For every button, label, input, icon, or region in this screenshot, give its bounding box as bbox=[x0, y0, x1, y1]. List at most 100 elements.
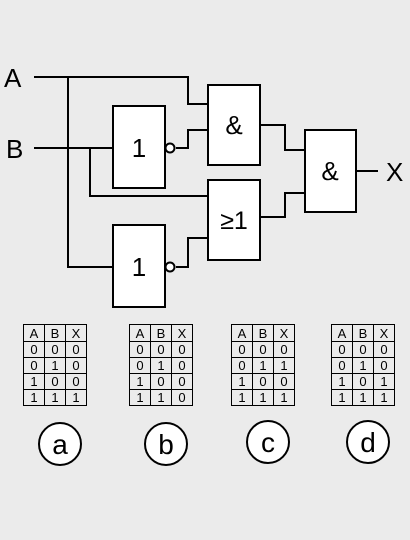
cell: 0 bbox=[231, 357, 253, 374]
header-a: A bbox=[331, 324, 353, 342]
header-b: B bbox=[352, 324, 374, 342]
header-x: X bbox=[65, 324, 87, 342]
cell: 0 bbox=[65, 341, 87, 358]
cell: 1 bbox=[352, 389, 374, 406]
cell: 0 bbox=[252, 373, 274, 390]
wires bbox=[34, 76, 378, 268]
header-b: B bbox=[150, 324, 172, 342]
cell: 1 bbox=[373, 389, 395, 406]
cell: 0 bbox=[331, 341, 353, 358]
cell: 0 bbox=[171, 389, 193, 406]
cell: 0 bbox=[150, 373, 172, 390]
cell: 0 bbox=[44, 341, 66, 358]
option-b-button[interactable]: b bbox=[144, 422, 188, 466]
header-b: B bbox=[252, 324, 274, 342]
and-gate-top-symbol: & bbox=[225, 110, 242, 140]
cell: 0 bbox=[252, 341, 274, 358]
not-gate-bottom bbox=[112, 224, 166, 308]
header-x: X bbox=[273, 324, 295, 342]
or-gate-symbol: ≥1 bbox=[220, 207, 248, 235]
cell: 1 bbox=[23, 373, 45, 390]
cell: 0 bbox=[171, 357, 193, 374]
cell: 1 bbox=[129, 389, 151, 406]
wire-or-to-and-out bbox=[260, 192, 305, 218]
cell: 1 bbox=[150, 389, 172, 406]
wire-not-top-to-and-top bbox=[176, 129, 208, 149]
wire-a-to-not-bottom bbox=[67, 77, 112, 268]
cell: 0 bbox=[23, 357, 45, 374]
not-gate-top-symbol: 1 bbox=[132, 133, 146, 163]
cell: 0 bbox=[44, 373, 66, 390]
cell: 1 bbox=[252, 389, 274, 406]
cell: 1 bbox=[352, 357, 374, 374]
cell: 0 bbox=[150, 341, 172, 358]
cell: 1 bbox=[44, 357, 66, 374]
wire-and-top-to-and-out bbox=[260, 124, 305, 151]
cell: 0 bbox=[331, 357, 353, 374]
cell: 1 bbox=[273, 357, 295, 374]
cell: 1 bbox=[331, 389, 353, 406]
inverter-bubble-bottom bbox=[164, 261, 176, 273]
cell: 1 bbox=[331, 373, 353, 390]
cell: 0 bbox=[373, 357, 395, 374]
input-label-a: A bbox=[4, 63, 22, 93]
cell: 0 bbox=[352, 373, 374, 390]
cell: 1 bbox=[23, 389, 45, 406]
cell: 0 bbox=[23, 341, 45, 358]
inverter-bubble-top bbox=[164, 142, 176, 154]
cell: 0 bbox=[129, 357, 151, 374]
cell: 1 bbox=[129, 373, 151, 390]
wire-a-to-and-top bbox=[34, 76, 208, 105]
option-d-button[interactable]: d bbox=[346, 420, 390, 464]
and-gate-top bbox=[207, 84, 261, 166]
option-c-button[interactable]: c bbox=[246, 420, 290, 464]
cell: 1 bbox=[44, 389, 66, 406]
cell: 0 bbox=[65, 373, 87, 390]
header-a: A bbox=[231, 324, 253, 342]
gates bbox=[112, 84, 357, 308]
cell: 1 bbox=[252, 357, 274, 374]
wire-b-to-or bbox=[89, 148, 208, 197]
cell: 1 bbox=[273, 389, 295, 406]
cell: 0 bbox=[65, 357, 87, 374]
cell: 0 bbox=[129, 341, 151, 358]
cell: 0 bbox=[273, 373, 295, 390]
header-b: B bbox=[44, 324, 66, 342]
cell: 0 bbox=[231, 341, 253, 358]
cell: 0 bbox=[171, 373, 193, 390]
cell: 1 bbox=[373, 373, 395, 390]
cell: 0 bbox=[273, 341, 295, 358]
header-x: X bbox=[171, 324, 193, 342]
cell: 0 bbox=[373, 341, 395, 358]
output-label-x: X bbox=[386, 157, 403, 187]
header-x: X bbox=[373, 324, 395, 342]
cell: 1 bbox=[231, 373, 253, 390]
cell: 0 bbox=[171, 341, 193, 358]
and-gate-output bbox=[304, 129, 357, 213]
cell: 1 bbox=[65, 389, 87, 406]
cell: 1 bbox=[231, 389, 253, 406]
wire-not-bottom-to-or bbox=[176, 237, 208, 268]
option-a-button[interactable]: a bbox=[38, 422, 82, 466]
not-gate-bottom-symbol: 1 bbox=[132, 252, 146, 282]
